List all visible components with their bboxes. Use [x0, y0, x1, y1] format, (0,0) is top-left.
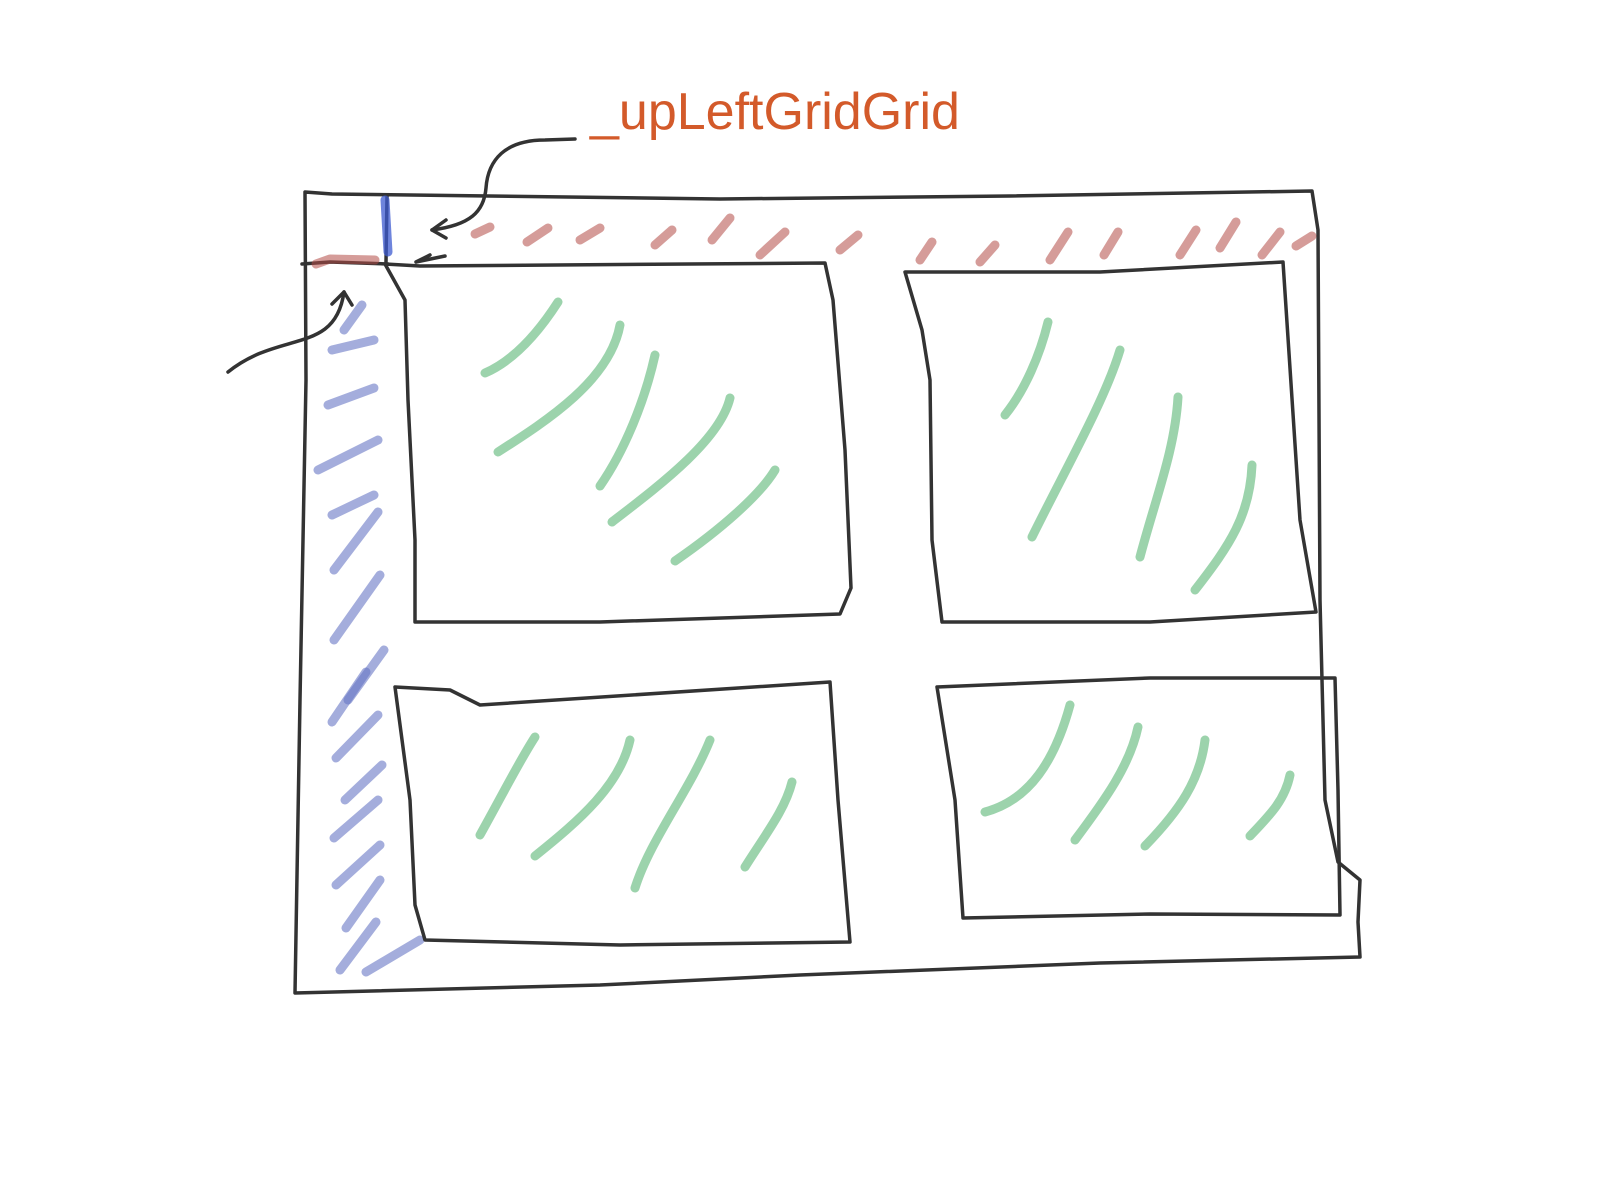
left-arrowhead — [330, 290, 354, 307]
label-arrowtail — [414, 253, 447, 264]
panel-bottom-left — [393, 680, 852, 947]
header-row-hatch — [311, 213, 1317, 269]
panel-top-right — [903, 260, 1318, 624]
label-arrowhead — [430, 218, 448, 240]
left-arrow — [226, 290, 346, 374]
header-column-hatch — [313, 300, 425, 977]
panel-bottom-right — [935, 676, 1342, 920]
label-arrow — [430, 137, 577, 232]
up-left-grid-label: _upLeftGridGrid — [590, 83, 960, 141]
panel-top-left — [383, 261, 853, 624]
outer-frame — [293, 189, 1362, 995]
corner-cell-hatch — [380, 195, 393, 257]
